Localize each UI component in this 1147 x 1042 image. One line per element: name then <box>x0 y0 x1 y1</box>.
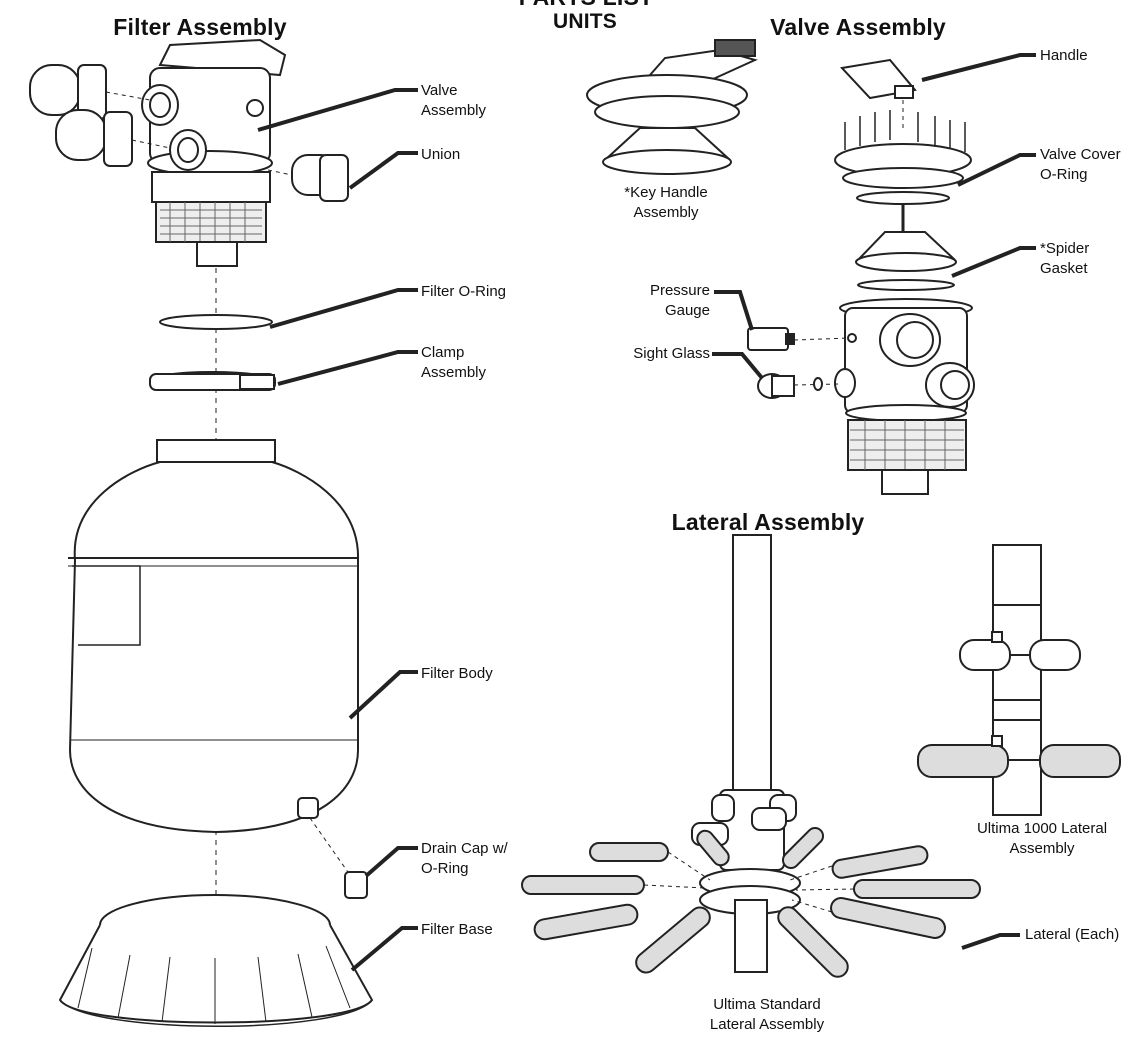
ultima-1000-lateral <box>917 544 1121 816</box>
spider-gasket <box>855 231 957 291</box>
label-filter-body: Filter Body <box>421 665 493 682</box>
sight-glass <box>757 373 841 399</box>
units-heading: UNITS <box>553 10 617 33</box>
valve-assembly-title: Valve Assembly <box>770 14 946 40</box>
ultima-standard-lateral <box>521 534 981 978</box>
label-ultima-standard-lateral: Ultima Standard Lateral Assembly <box>709 996 825 1033</box>
clamp-assembly <box>149 371 276 391</box>
filter-base <box>58 894 374 1027</box>
filter-assembly-title: Filter Assembly <box>113 14 287 40</box>
lateral-each-leader <box>961 933 1020 950</box>
valve-cover-screws <box>844 110 966 152</box>
label-lateral-each: Lateral (Each) <box>1025 926 1120 943</box>
valve-leader-lines <box>712 53 1036 380</box>
pressure-gauge <box>747 327 857 351</box>
label-valve-assembly: Valve Assembly <box>421 82 487 119</box>
lateral-assembly-title: Lateral Assembly <box>671 509 865 535</box>
valve-body <box>834 298 975 495</box>
key-handle-assembly <box>586 39 758 175</box>
label-key-handle-assembly: *Key Handle Assembly <box>624 184 708 221</box>
label-ultima-1000-lateral: Ultima 1000 Lateral Assembly <box>976 820 1108 857</box>
label-handle: Handle <box>1040 47 1088 64</box>
label-filter-oring: Filter O-Ring <box>421 283 507 300</box>
label-union: Union <box>421 146 461 163</box>
drain-cap <box>297 797 368 899</box>
label-clamp-assembly: Clamp Assembly <box>421 344 487 381</box>
label-valve-cover-oring: Valve Cover O-Ring <box>1040 146 1121 183</box>
label-sight-glass: Sight Glass <box>633 345 710 362</box>
filter-body <box>68 439 360 834</box>
label-pressure-gauge: Pressure Gauge <box>649 282 710 319</box>
label-drain-cap: Drain Cap w/ O-Ring <box>421 840 508 877</box>
filter-oring <box>159 314 273 330</box>
valve-handle <box>839 58 917 130</box>
union-fittings <box>29 64 349 202</box>
filter-valve-head <box>141 38 287 267</box>
valve-cover <box>834 143 972 240</box>
label-filter-base: Filter Base <box>421 921 493 938</box>
filter-leader-lines <box>257 88 418 972</box>
parts-list-title: PARTS LIST <box>519 0 653 11</box>
label-spider-gasket: *Spider Gasket <box>1040 240 1090 277</box>
lateral-fingers <box>521 826 981 978</box>
